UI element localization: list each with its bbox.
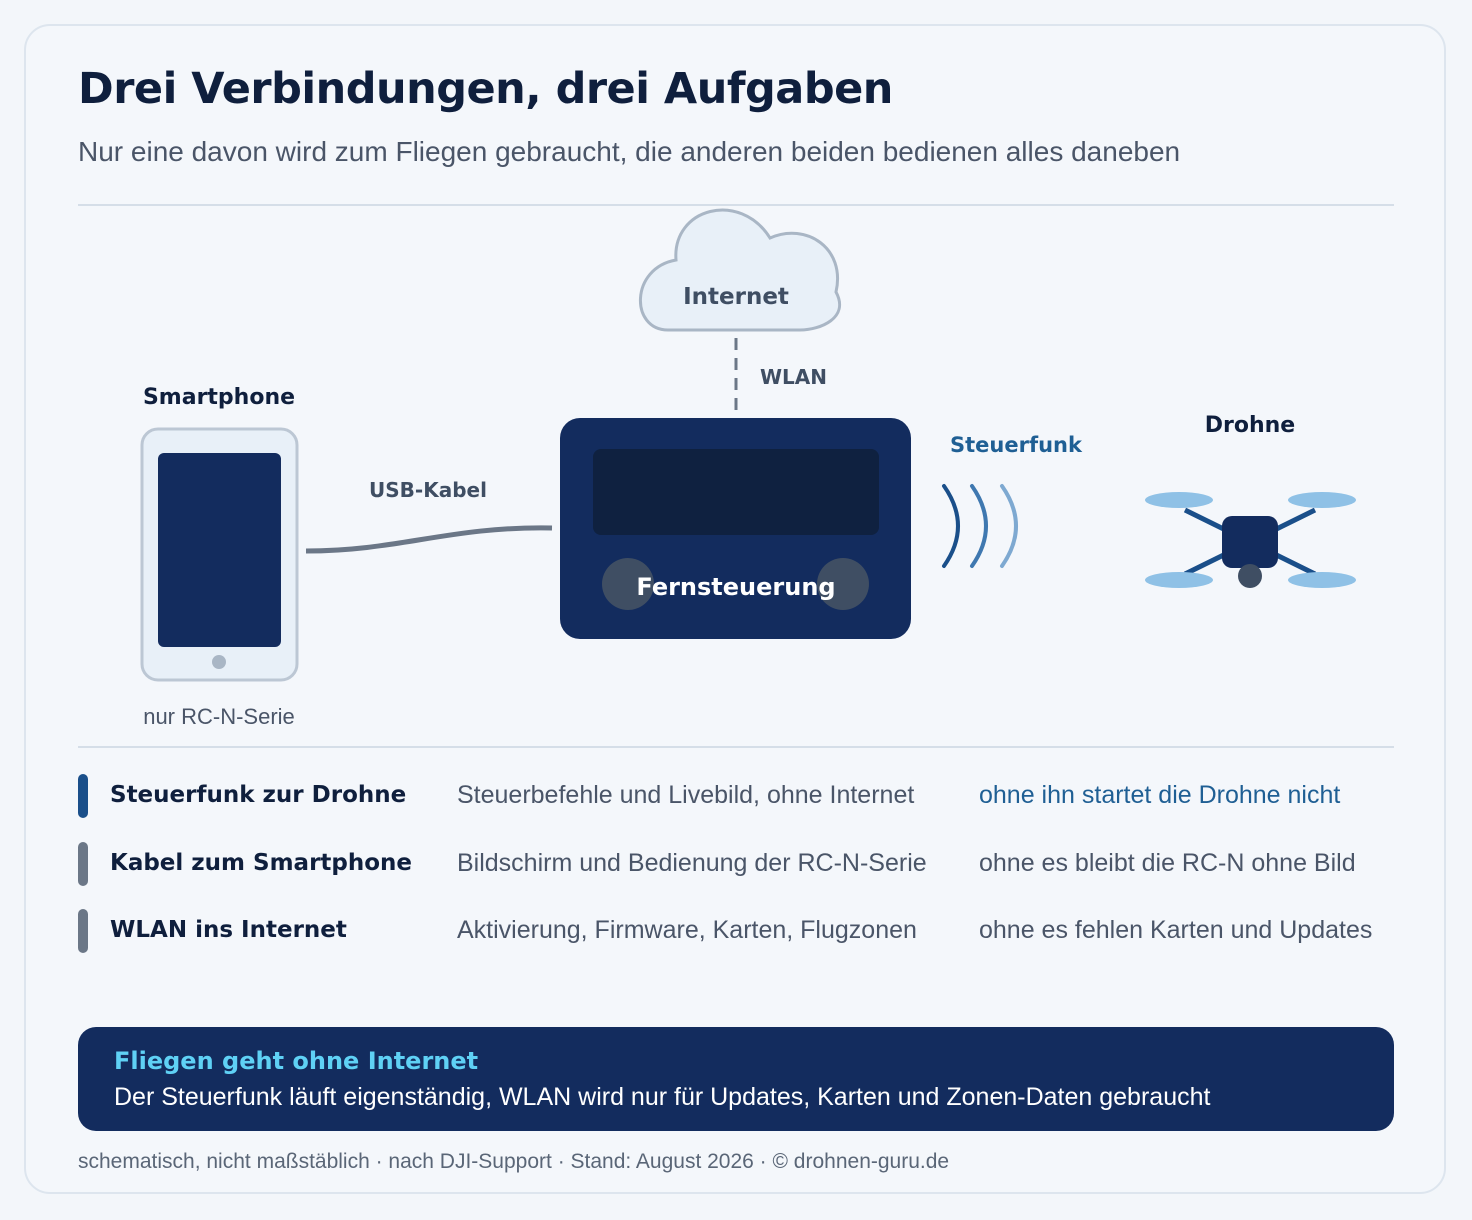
callout-title: Fliegen geht ohne Internet [114,1047,479,1075]
radio-waves-icon [942,484,1018,568]
drone-label: Drohne [1205,413,1295,438]
row-accent-bar [78,774,88,818]
cloud-icon [638,208,842,332]
callout-body: Der Steuerfunk läuft eigenständig, WLAN … [114,1083,1211,1111]
radio-label: Steuerfunk [950,433,1083,457]
remote-controller-icon [560,418,911,639]
connection-description: Steuerbefehle und Livebild, ohne Interne… [457,781,915,809]
divider-top [78,204,1394,206]
smartphone-icon [140,427,299,682]
wlan-label: WLAN [760,365,827,389]
connection-description: Bildschirm und Bedienung der RC-N-Serie [457,849,927,877]
info-callout: Fliegen geht ohne Internet Der Steuerfun… [78,1027,1394,1131]
connection-note: ohne es fehlen Karten und Updates [979,916,1373,944]
row-accent-bar [78,909,88,953]
connection-row-wlan: WLAN ins Internet Aktivierung, Firmware,… [78,909,1398,953]
connection-name: WLAN ins Internet [110,917,347,943]
connection-note: ohne es bleibt die RC-N ohne Bild [979,849,1356,877]
connection-row-cable: Kabel zum Smartphone Bildschirm und Bedi… [78,842,1398,886]
divider-middle [78,746,1394,748]
connection-name: Kabel zum Smartphone [110,850,413,876]
footer-credits: schematisch, nicht maßstäblich · nach DJ… [78,1150,950,1173]
page-title: Drei Verbindungen, drei Aufgaben [78,64,893,114]
connection-description: Aktivierung, Firmware, Karten, Flugzonen [457,916,917,944]
row-accent-bar [78,842,88,886]
page-subtitle: Nur eine davon wird zum Fliegen gebrauch… [78,136,1181,167]
connection-note: ohne ihn startet die Drohne nicht [979,781,1341,809]
usb-cable-label: USB-Kabel [369,478,487,502]
smartphone-note: nur RC-N-Serie [143,704,295,729]
usb-cable-line [305,525,553,554]
remote-controller-label: Fernsteuerung [636,573,835,601]
smartphone-label: Smartphone [143,385,295,410]
connection-row-radio: Steuerfunk zur Drohne Steuerbefehle und … [78,774,1398,818]
connection-name: Steuerfunk zur Drohne [110,782,407,808]
connection-diagram: Internet WLAN Smartphone nur RC-N-Serie … [140,208,1356,729]
drone-icon [1145,492,1356,588]
internet-label: Internet [683,284,789,310]
